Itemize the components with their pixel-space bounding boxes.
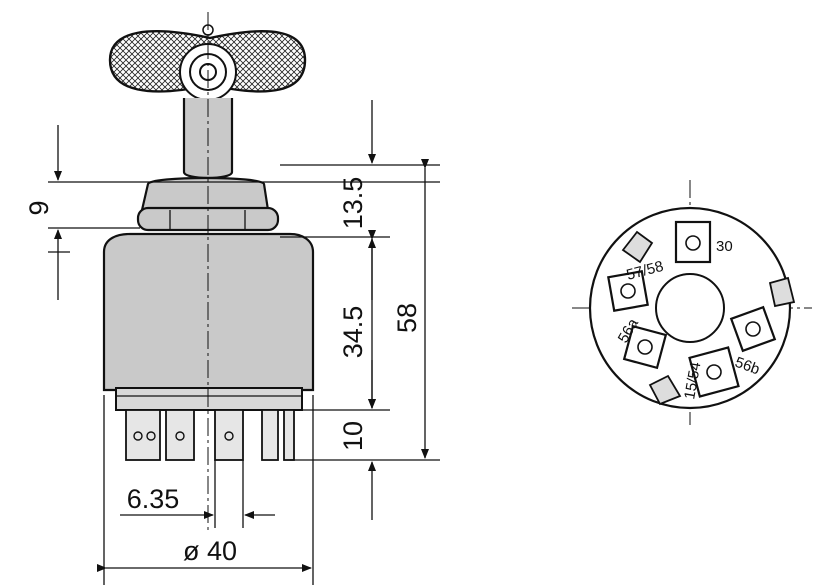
bottom-view: 30 57/58 56a 56b 15/54	[572, 180, 812, 425]
dim-diameter-40: ø 40	[183, 536, 237, 566]
terminal-pads	[607, 220, 777, 398]
dim-13-5: 13.5	[338, 177, 368, 230]
lugs	[621, 230, 796, 406]
centre-hole	[655, 273, 725, 343]
dim-9: 9	[24, 200, 54, 215]
side-view: 9 13.5 34.5 10 58 6.35 ø 40	[24, 12, 440, 585]
dim-6-35: 6.35	[127, 484, 180, 514]
terminal-label-30: 30	[716, 238, 733, 255]
dim-34-5: 34.5	[338, 306, 368, 359]
collar	[140, 176, 270, 212]
base-plate	[115, 387, 303, 411]
terminal-label-15-54: 15/54	[681, 361, 704, 401]
dim-10: 10	[338, 421, 368, 451]
terminal-blades	[125, 409, 295, 461]
dim-58: 58	[392, 303, 422, 333]
